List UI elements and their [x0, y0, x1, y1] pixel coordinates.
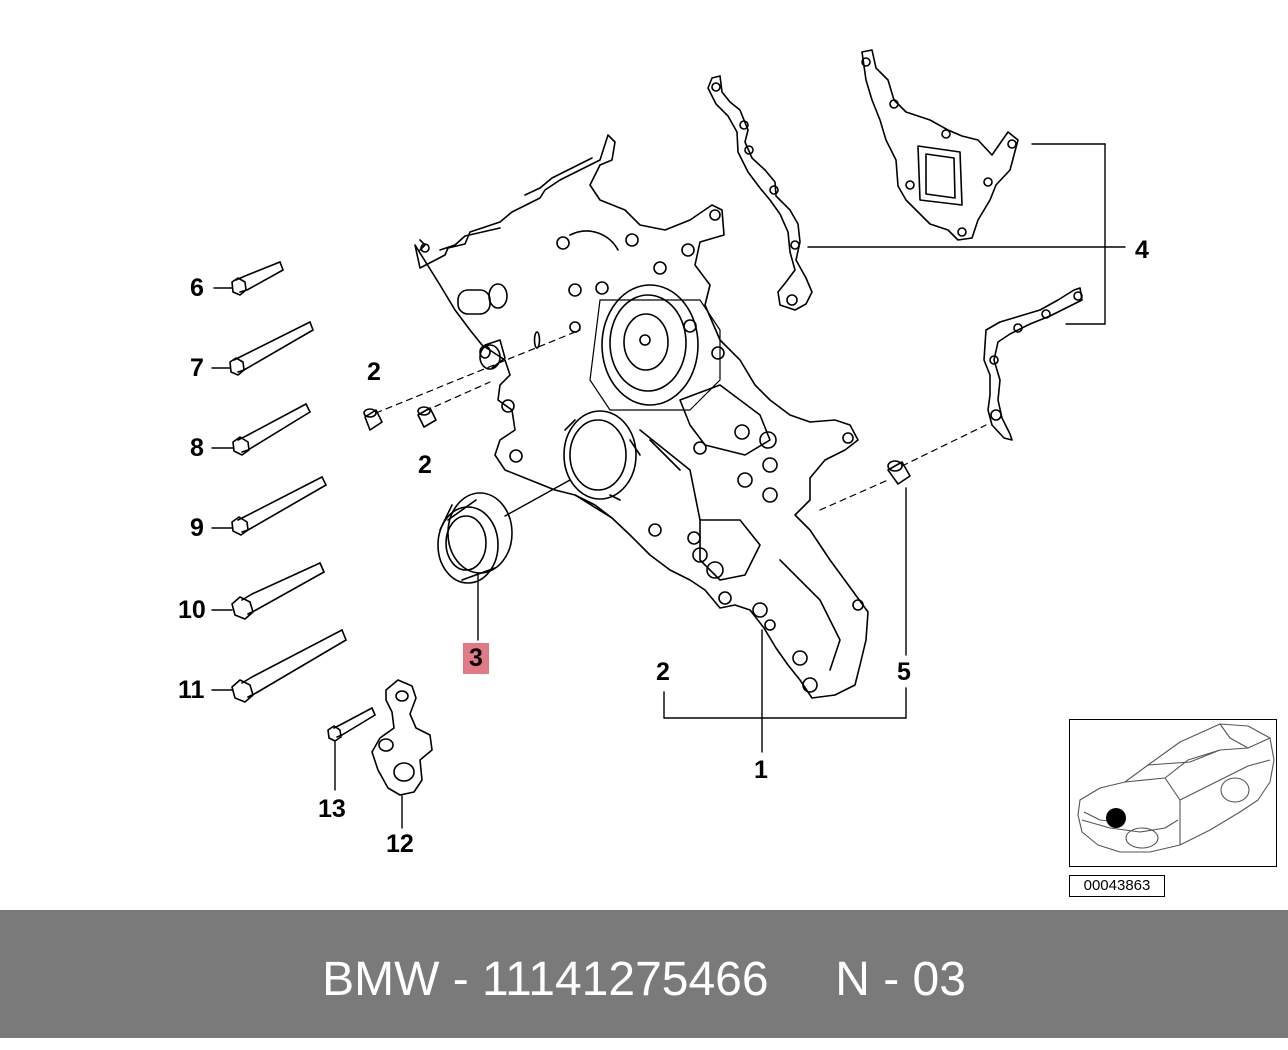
callout-7: 7 — [190, 354, 204, 382]
bolt-11 — [231, 629, 347, 703]
callout-10: 10 — [178, 596, 206, 624]
footer-bar: BMW - 11141275466 N - 03 — [0, 910, 1288, 1038]
callout-11: 11 — [178, 676, 205, 704]
part-number-label: BMW - 11141275466 N - 03 — [322, 953, 966, 1006]
callout-6: 6 — [190, 274, 204, 302]
callout-5: 5 — [897, 658, 911, 686]
assembly-lines — [375, 329, 987, 511]
parts-diagram — [211, 49, 1126, 829]
bracket-12 — [371, 679, 433, 796]
car-outline-icon — [1077, 723, 1275, 853]
callout-12: 12 — [386, 830, 414, 858]
callout-2-middle: 2 — [418, 451, 432, 479]
bolt-7 — [229, 321, 314, 376]
callout-13: 13 — [318, 795, 346, 823]
bolt-8 — [232, 403, 311, 456]
diagram-code: 00043863 — [1069, 875, 1165, 897]
shaft-seal — [437, 492, 513, 584]
callout-3[interactable]: 3 — [463, 643, 489, 674]
callout-2-bottom: 2 — [656, 658, 670, 686]
bolt-6 — [231, 261, 284, 296]
callout-1: 1 — [754, 756, 768, 784]
vehicle-location-inset — [1069, 719, 1277, 867]
bolt-13 — [327, 707, 376, 742]
callout-9: 9 — [190, 514, 204, 542]
gasket-upper-right — [861, 49, 1019, 241]
timing-case-cover — [414, 134, 869, 699]
callout-2-top: 2 — [367, 358, 381, 386]
gasket-lower-right — [983, 287, 1083, 441]
gasket-upper-left — [707, 75, 813, 311]
dowel-sleeve-c — [887, 460, 911, 485]
callout-4: 4 — [1135, 236, 1149, 264]
callout-8: 8 — [190, 434, 204, 462]
leader-lines — [211, 143, 1126, 829]
bolt-9 — [231, 476, 327, 536]
bolt-10 — [231, 562, 325, 620]
